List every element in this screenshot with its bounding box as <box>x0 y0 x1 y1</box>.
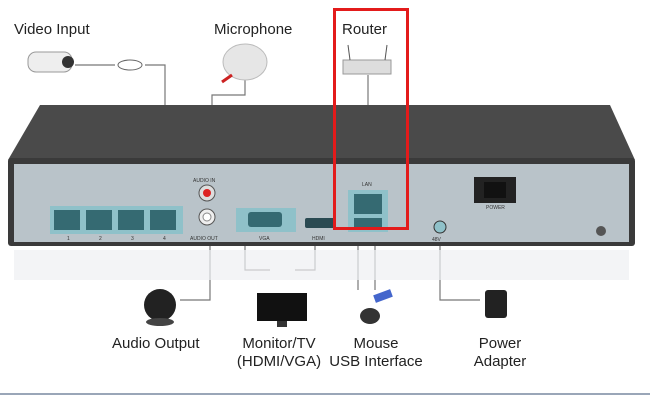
poe-port-3[interactable] <box>118 210 144 230</box>
monitor-icon <box>257 293 307 327</box>
port-label-vga: VGA <box>259 236 270 242</box>
poe-port-4[interactable] <box>150 210 176 230</box>
mouse-line2: USB Interface <box>329 353 423 370</box>
bottom-divider <box>0 393 650 395</box>
port-label-2: 2 <box>99 236 102 242</box>
port-label-audio-in: AUDIO IN <box>193 178 216 184</box>
port-label-4: 4 <box>163 236 166 242</box>
label-video-input: Video Input <box>14 21 90 38</box>
router-highlight-box <box>333 8 409 230</box>
poe-port-2[interactable] <box>86 210 112 230</box>
label-microphone: Microphone <box>214 21 293 38</box>
label-audio-output: Audio Output <box>112 335 200 352</box>
mouse-usb-icon <box>360 289 393 324</box>
port-label-lan: LAN <box>362 182 372 188</box>
port-label-audio-out: AUDIO OUT <box>190 236 218 242</box>
label-router: Router <box>342 21 388 38</box>
usb-port[interactable] <box>354 218 382 228</box>
device-top <box>8 105 635 160</box>
port-label-hdmi: HDMI <box>312 236 325 242</box>
monitor-line1: Monitor/TV <box>242 335 316 352</box>
port-label-dc: 48V <box>432 237 441 243</box>
coupler-icon <box>117 59 143 71</box>
speaker-icon <box>144 289 176 326</box>
dc-jack[interactable] <box>433 220 447 234</box>
monitor-line2: (HDMI/VGA) <box>236 353 322 370</box>
port-label-1: 1 <box>67 236 70 242</box>
label-monitor: Monitor/TV(HDMI/VGA) <box>234 335 324 371</box>
power-line2: Adapter <box>473 353 527 370</box>
lan-port[interactable] <box>354 194 382 214</box>
port-label-3: 3 <box>131 236 134 242</box>
reflection <box>14 250 629 280</box>
poe-port-1[interactable] <box>54 210 80 230</box>
power-adapter-icon <box>485 290 507 318</box>
camera-icon <box>27 51 74 73</box>
power-line1: Power <box>478 335 522 352</box>
port-label-power: POWER <box>486 205 505 211</box>
router-icon <box>342 44 392 75</box>
hdmi-port[interactable] <box>305 218 335 228</box>
mouse-line1: Mouse <box>353 335 399 352</box>
ground-screw <box>596 226 606 236</box>
microphone-icon <box>221 43 268 84</box>
